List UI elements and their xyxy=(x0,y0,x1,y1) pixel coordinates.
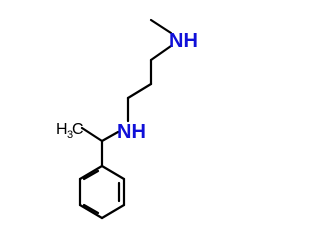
bond-methyl-n1 xyxy=(149,18,173,35)
atom-label-methyl: H 3 C xyxy=(56,121,84,141)
svg-text:C: C xyxy=(72,121,84,138)
benzene-ring xyxy=(78,164,126,220)
atom-label-nh-top: NH xyxy=(169,30,198,52)
svg-text:H: H xyxy=(56,121,68,138)
atom-label-nh-middle: NH xyxy=(117,121,146,143)
bond-ch-methyl xyxy=(80,126,104,143)
bond-n1-c1 xyxy=(149,44,173,62)
bond-n2-ch xyxy=(100,130,120,143)
bond-c2-c3 xyxy=(126,82,153,100)
ring-double-bond xyxy=(82,169,100,181)
ring-double-bond xyxy=(82,203,100,215)
svg-text:3: 3 xyxy=(67,129,73,141)
structural-formula: NH NH H 3 C xyxy=(56,18,198,220)
